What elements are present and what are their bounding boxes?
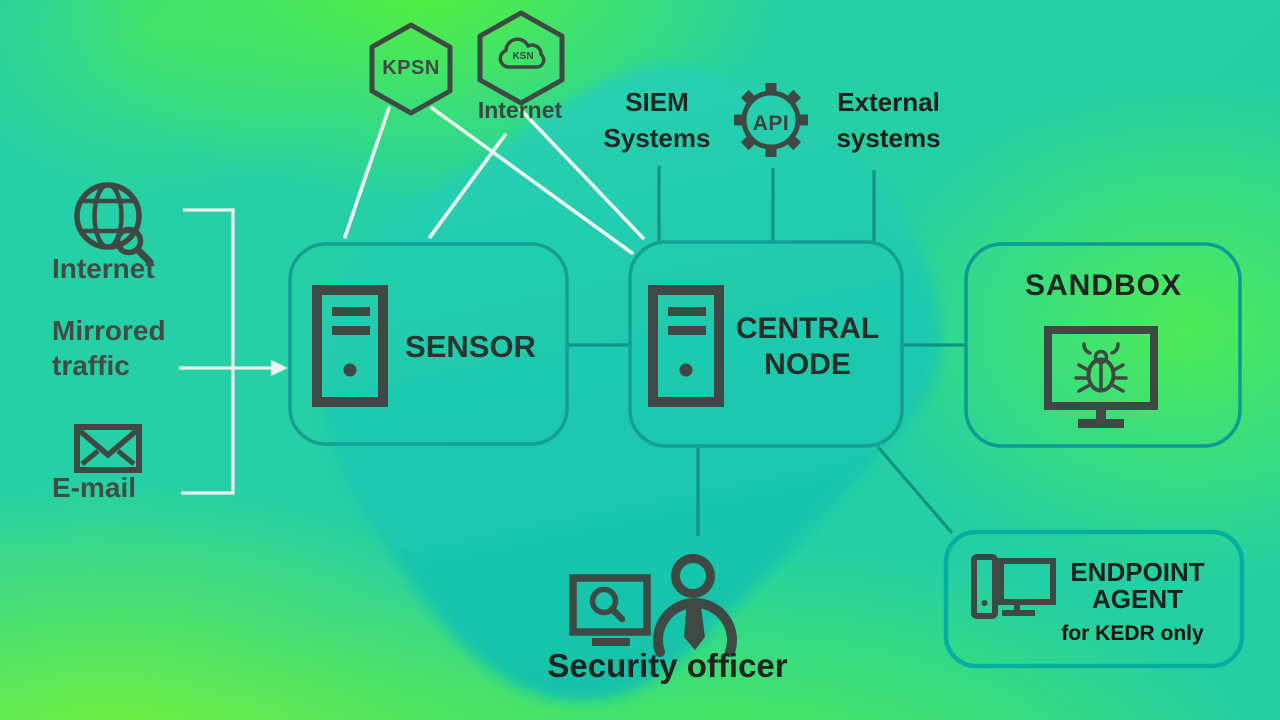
ksn-badge: KSN <box>512 51 534 62</box>
external-systems-label: External systems <box>806 84 971 156</box>
teal-connectors <box>567 166 966 536</box>
internet-input-label: Internet <box>52 253 155 284</box>
security-officer-icon <box>653 554 737 657</box>
mirrored-line1: Mirrored <box>52 315 166 346</box>
sandbox-label: SANDBOX <box>1024 269 1182 302</box>
sensor-label: SENSOR <box>405 329 536 364</box>
kpsn-hexagon-icon <box>369 22 453 116</box>
central-node-label: CENTRAL NODE <box>725 311 890 383</box>
input-bracket <box>179 208 271 495</box>
siem-line1: SIEM <box>625 87 689 117</box>
node-boxes <box>288 240 1245 669</box>
external-line2: systems <box>836 123 941 153</box>
security-officer-label: Security officer <box>547 647 788 684</box>
central-line2: NODE <box>764 348 851 381</box>
ksn-cloud-icon <box>477 10 565 106</box>
sensor-server-icon <box>312 285 388 407</box>
sandbox-box <box>964 242 1242 448</box>
analyst-monitor-icon <box>569 574 651 646</box>
email-icon <box>74 424 142 473</box>
central-server-icon <box>648 285 724 407</box>
input-arrowhead <box>271 360 288 376</box>
endpoint-agent-icon <box>971 554 1056 619</box>
api-badge: API <box>752 112 790 135</box>
endpoint-line2: AGENT <box>1092 584 1183 614</box>
mirrored-line2: traffic <box>52 350 130 381</box>
ksn-internet-label: Internet <box>477 97 563 123</box>
external-line1: External <box>837 87 940 117</box>
sandbox-monitor-bug-icon <box>1044 326 1158 428</box>
central-line1: CENTRAL <box>735 312 880 345</box>
endpoint-agent-box <box>943 529 1245 669</box>
endpoint-agent-label: ENDPOINT AGENT <box>1050 559 1225 613</box>
sensor-box <box>288 242 569 446</box>
endpoint-agent-note: for KEDR only <box>1061 622 1204 645</box>
internet-globe-icon <box>74 182 154 266</box>
siem-line2: Systems <box>603 123 711 153</box>
mirrored-traffic-label: Mirrored traffic <box>52 313 166 383</box>
email-input-label: E-mail <box>52 472 137 503</box>
endpoint-line1: ENDPOINT <box>1070 557 1205 587</box>
siem-systems-label: SIEM Systems <box>582 84 732 156</box>
api-gear-icon <box>734 83 808 157</box>
kpsn-label: KPSN <box>382 57 440 79</box>
central-node-box <box>628 240 904 448</box>
white-uplink-lines <box>343 106 645 255</box>
